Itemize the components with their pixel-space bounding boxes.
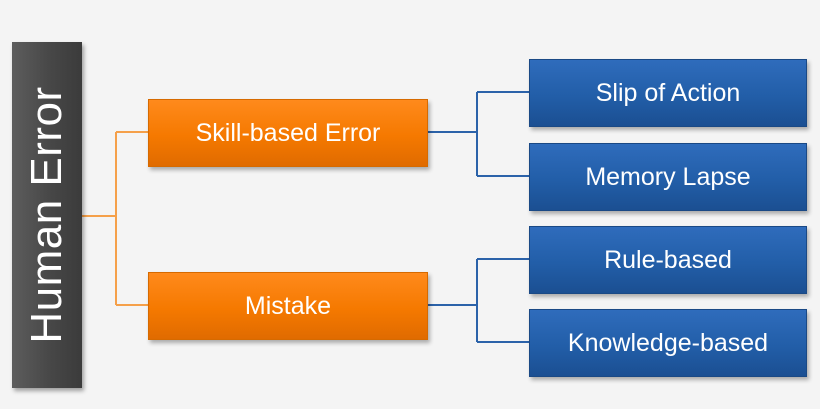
root-node-label: Human Error [22, 86, 71, 344]
leaf-node-label: Knowledge-based [567, 328, 769, 357]
branch-node-skill-based-error: Skill-based Error [148, 99, 428, 167]
branch-node-mistake: Mistake [148, 272, 428, 340]
branch-node-label: Mistake [244, 291, 332, 320]
leaf-node-knowledge-based: Knowledge-based [529, 309, 807, 377]
leaf-node-slip-of-action: Slip of Action [529, 59, 807, 127]
connector-mistake-to-leaves [427, 258, 529, 343]
leaf-node-label: Memory Lapse [585, 162, 751, 191]
leaf-node-memory-lapse: Memory Lapse [529, 143, 807, 211]
leaf-node-label: Slip of Action [595, 78, 741, 107]
connector-root-to-branches [82, 131, 148, 306]
root-node-human-error: Human Error [12, 42, 82, 388]
connector-skill-to-leaves [427, 91, 529, 177]
leaf-node-rule-based: Rule-based [529, 226, 807, 294]
leaf-node-label: Rule-based [604, 245, 732, 274]
branch-node-label: Skill-based Error [195, 118, 381, 147]
